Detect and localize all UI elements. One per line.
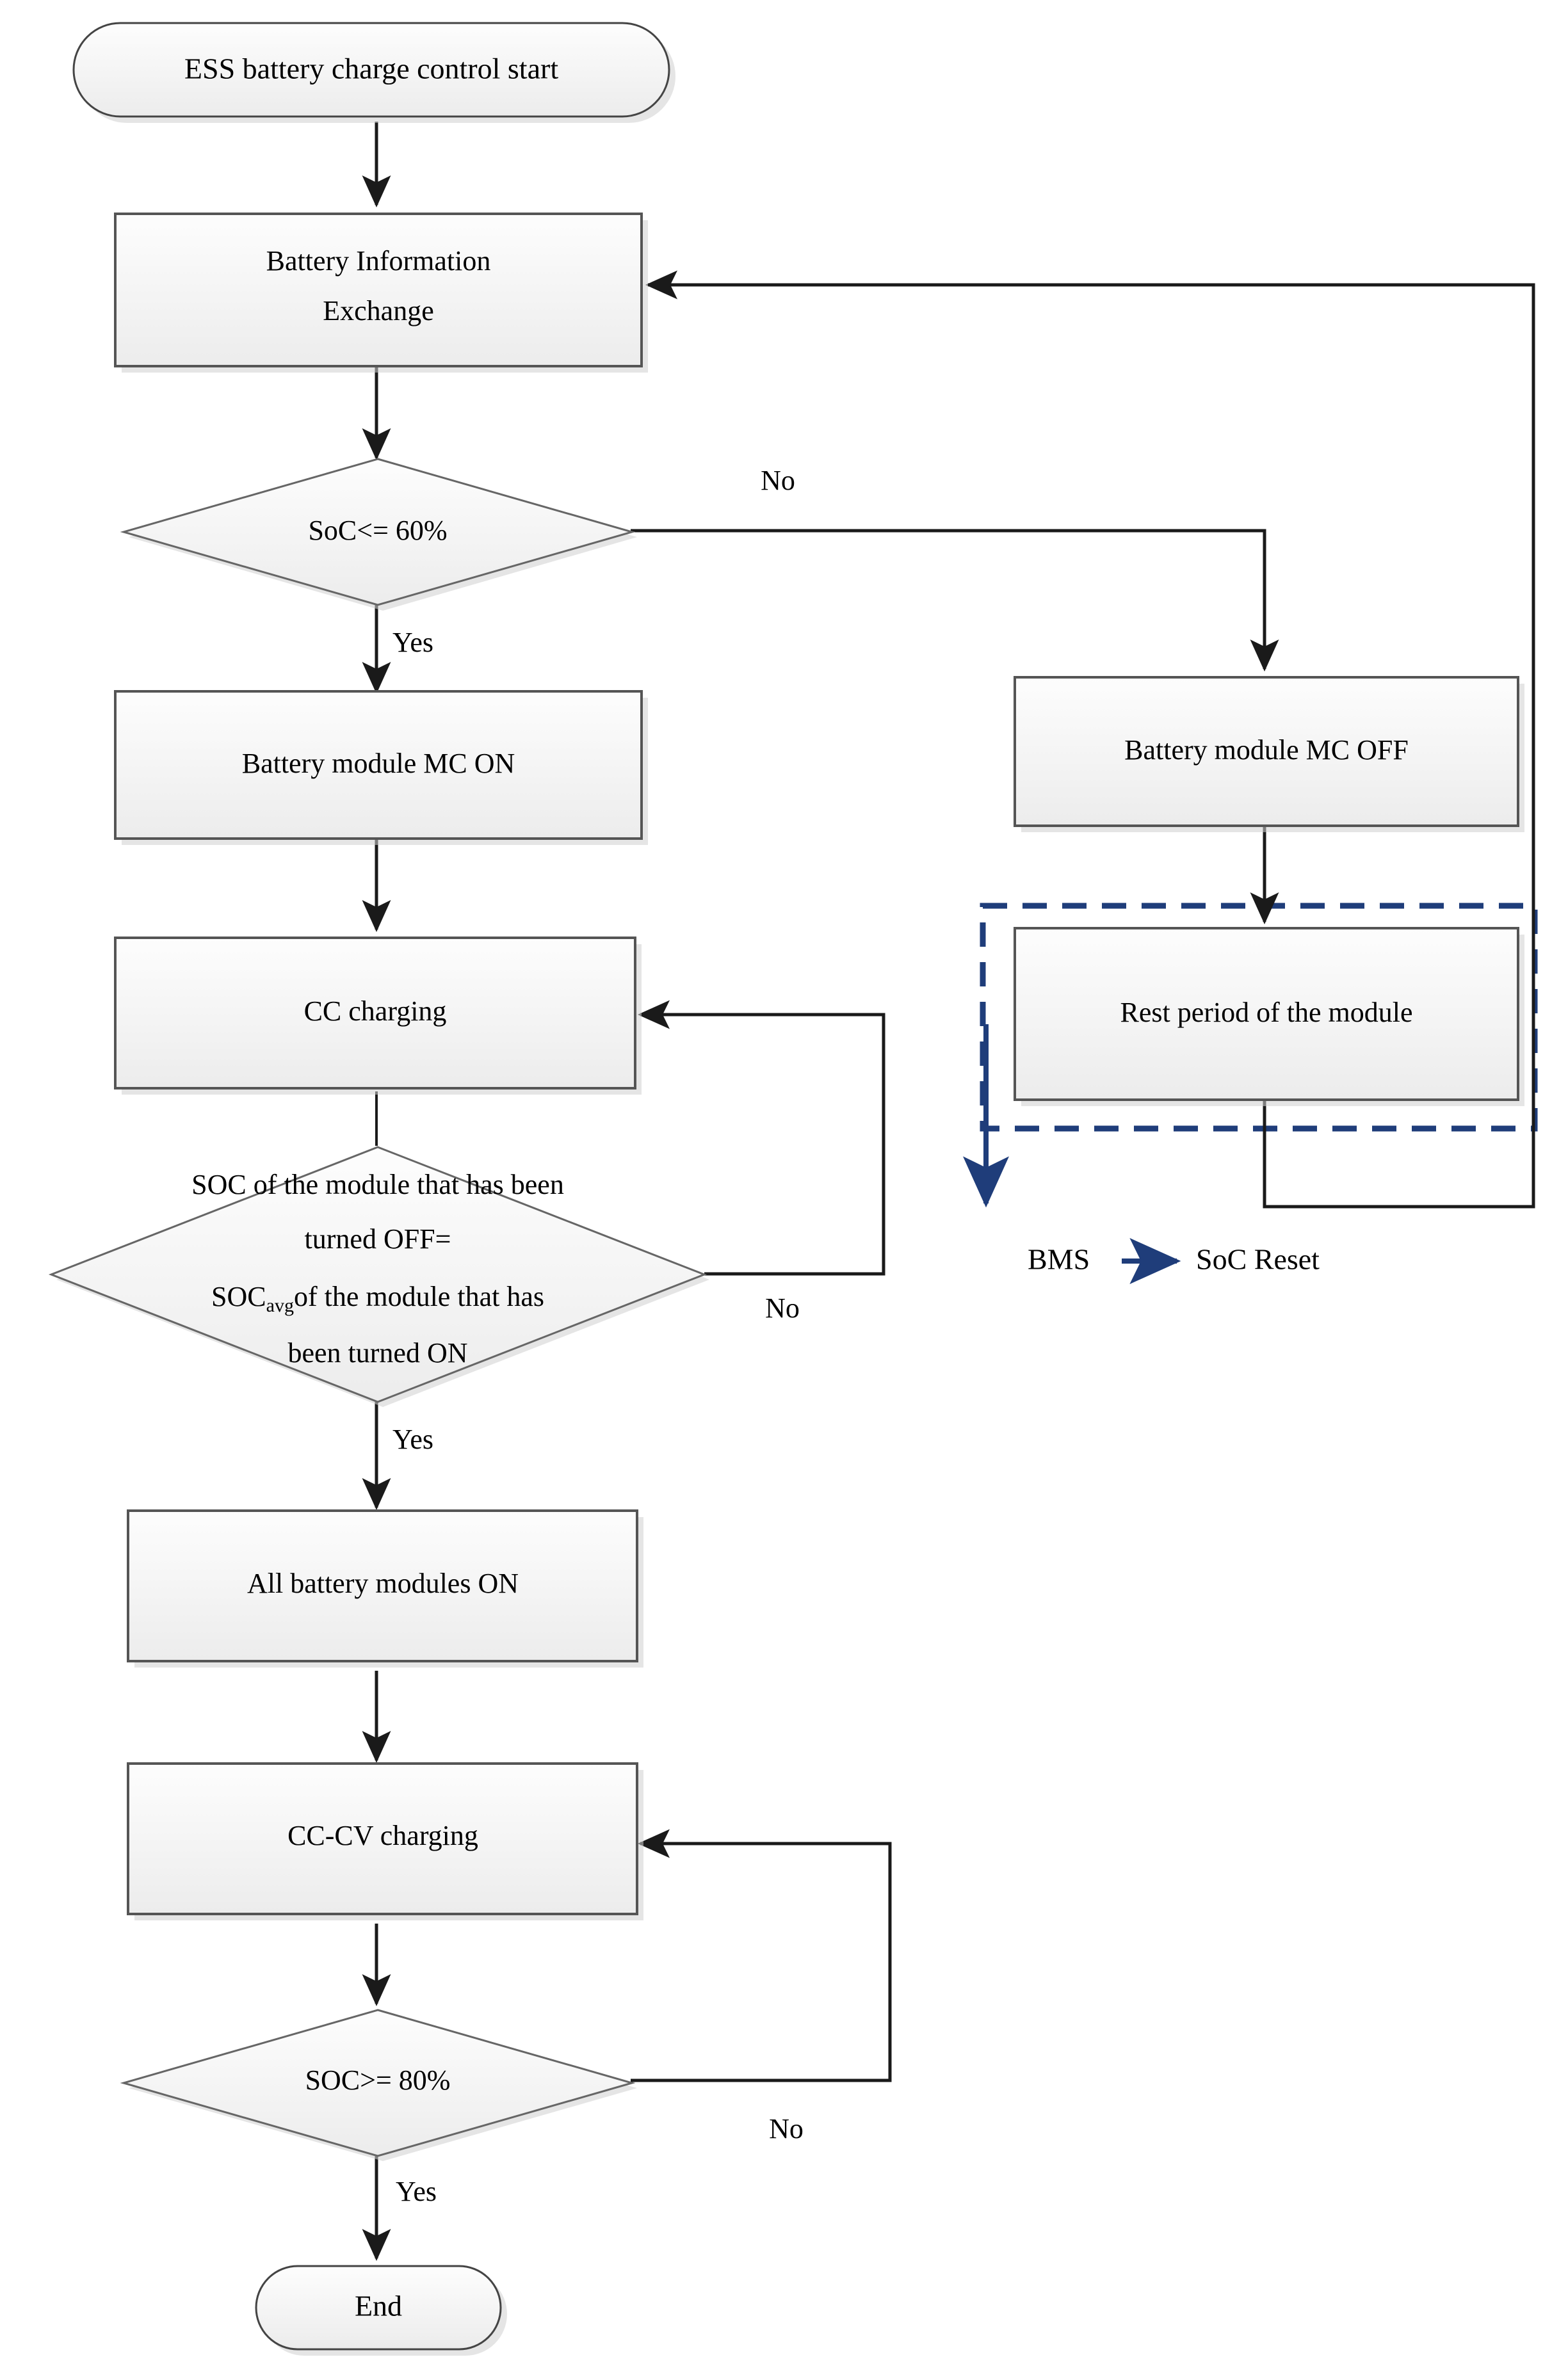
soc-avg-prefix: SOC xyxy=(211,1281,266,1312)
node-cccv-charging-label: CC-CV charging xyxy=(287,1820,478,1851)
legend-target-label: SoC Reset xyxy=(1196,1243,1320,1276)
edge-soc-final-no-to-cccv xyxy=(631,1829,892,2082)
edge-soc-check-no-to-mc-off xyxy=(631,529,1279,672)
edge-rest-period-to-info-exchange xyxy=(645,270,1535,1209)
node-info-exchange-label-line2: Exchange xyxy=(323,295,433,326)
node-soc-check: SoC<= 60% xyxy=(120,458,637,611)
node-cccv-charging: CC-CV charging xyxy=(127,1762,643,1920)
node-cc-charging: CC charging xyxy=(114,937,642,1095)
node-info-exchange: Battery Information Exchange xyxy=(114,213,648,373)
edge-label-soc-check-no: No xyxy=(761,465,795,496)
edge-label-soc-compare-yes: Yes xyxy=(392,1424,433,1455)
node-soc-check-label: SoC<= 60% xyxy=(308,515,447,546)
node-all-modules-on: All battery modules ON xyxy=(127,1509,643,1668)
node-start-label: ESS battery charge control start xyxy=(184,52,558,85)
node-soc-compare-label-line2: turned OFF= xyxy=(305,1223,451,1255)
node-mc-on-label: Battery module MC ON xyxy=(242,748,515,779)
node-info-exchange-label-line1: Battery Information xyxy=(266,245,491,277)
node-soc-final: SOC>= 80% xyxy=(120,2009,637,2161)
node-end-label: End xyxy=(355,2290,402,2322)
node-rest-period: Rest period of the module xyxy=(1014,927,1524,1106)
node-cc-charging-label: CC charging xyxy=(304,995,447,1027)
node-all-modules-on-label: All battery modules ON xyxy=(247,1568,519,1599)
node-start: ESS battery charge control start xyxy=(72,22,675,123)
legend-source-label: BMS xyxy=(1028,1243,1090,1276)
node-soc-final-label: SOC>= 80% xyxy=(305,2064,451,2096)
soc-avg-suffix: of the module that has xyxy=(294,1281,544,1312)
edge-label-soc-check-yes: Yes xyxy=(392,627,433,658)
legend-bms-soc-reset: BMS SoC Reset xyxy=(1028,1238,1320,1284)
edge-label-soc-final-no: No xyxy=(769,2113,804,2144)
node-soc-compare-label-line3: SOCavgof the module that has xyxy=(211,1281,544,1316)
node-end: End xyxy=(255,2265,507,2356)
soc-avg-subscript: avg xyxy=(266,1295,294,1316)
node-mc-on: Battery module MC ON xyxy=(114,690,648,845)
edge-label-soc-final-yes: Yes xyxy=(396,2176,437,2207)
node-mc-off-label: Battery module MC OFF xyxy=(1124,734,1409,766)
rest-period-group-box xyxy=(980,903,1538,1132)
node-rest-period-label: Rest period of the module xyxy=(1120,997,1412,1028)
node-soc-compare-label-line4: been turned ON xyxy=(287,1337,467,1369)
edge-label-soc-compare-no: No xyxy=(765,1292,800,1324)
node-soc-compare-label-line1: SOC of the module that has been xyxy=(191,1169,564,1200)
edge-soc-compare-no-to-cc-charging xyxy=(637,1000,885,1276)
node-soc-compare: SOC of the module that has been turned O… xyxy=(48,1146,709,1407)
node-mc-off: Battery module MC OFF xyxy=(1014,676,1524,832)
